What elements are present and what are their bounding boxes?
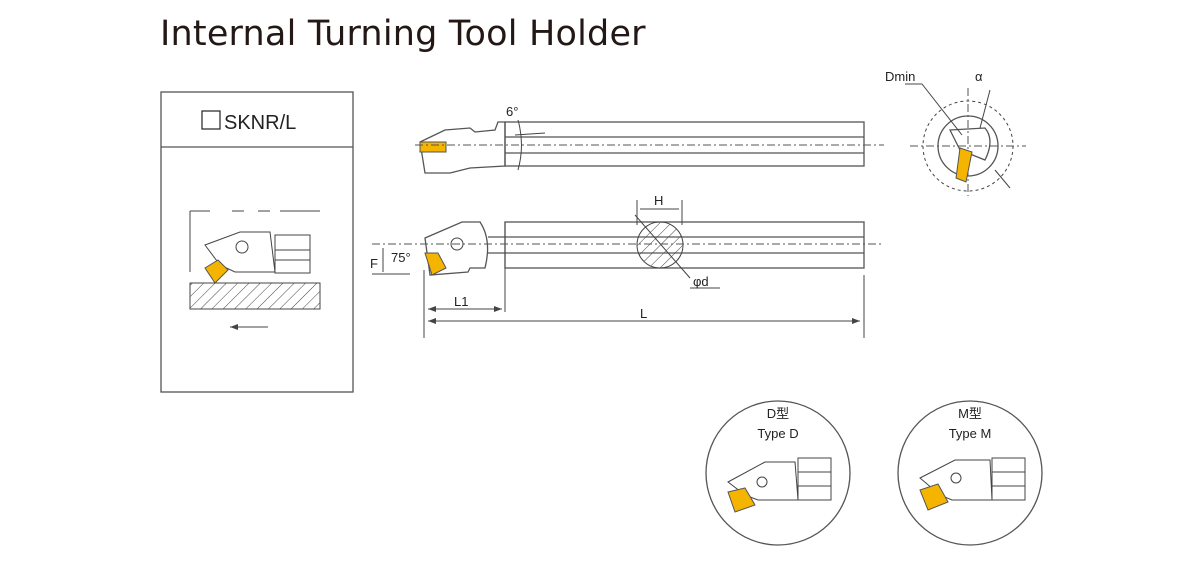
dim-Dmin-label: Dmin <box>885 69 915 84</box>
model-box: SKNR/L <box>160 91 354 393</box>
type-m-en: Type M <box>949 426 992 441</box>
type-d-detail: D型 Type D <box>705 400 851 546</box>
angle-75-label: 75° <box>391 250 411 265</box>
boring-illustration <box>189 210 321 330</box>
top-view: 6° <box>415 104 884 174</box>
model-label: SKNR/L <box>224 112 296 134</box>
type-m-detail: M型 Type M <box>897 400 1043 546</box>
type-m-cn: M型 <box>958 406 982 421</box>
checkbox-square-icon <box>201 110 221 130</box>
end-view: Dmin α <box>885 69 1026 196</box>
angle-6-label: 6° <box>506 104 518 119</box>
dim-L1-label: L1 <box>454 294 468 309</box>
dim-H-label: H <box>654 193 663 208</box>
dim-L-label: L <box>640 306 647 321</box>
type-d-cn: D型 <box>767 406 789 421</box>
dim-phi-d-label: φd <box>693 274 709 289</box>
side-view: H F 75° φd L1 L <box>370 193 884 338</box>
type-d-en: Type D <box>757 426 798 441</box>
page-title: Internal Turning Tool Holder <box>160 14 646 54</box>
alpha-label: α <box>975 69 983 84</box>
dim-F-label: F <box>370 256 378 271</box>
